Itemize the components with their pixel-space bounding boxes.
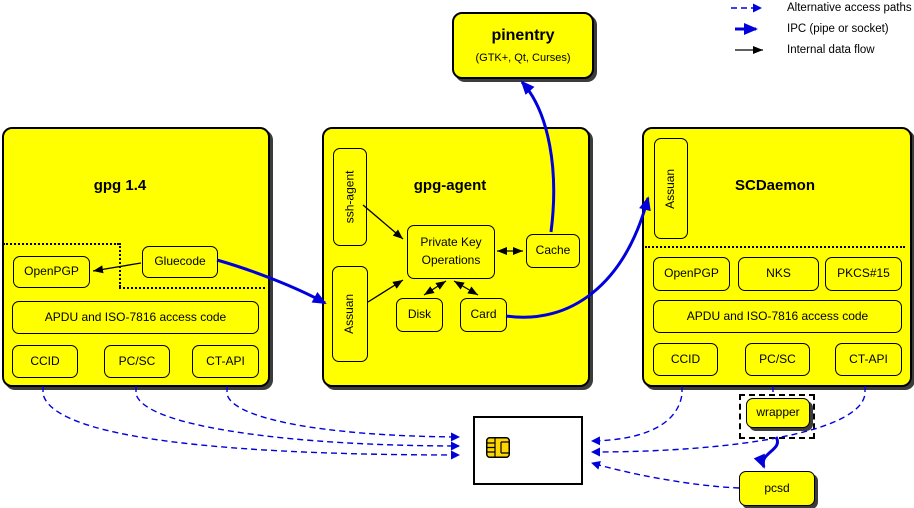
ipc-wrapper-to-pcsd [753,436,779,469]
gpg14-apdu-node: APDU and ISO-7816 access code [12,301,259,334]
pinentry-title: pinentry [491,27,555,44]
smartcard-chip-icon [486,437,510,458]
scdaemon-ctapi-node: CT-API [835,343,902,376]
scdaemon-ccid-node: CCID [653,343,718,376]
gpg14-gluecode-label: Gluecode [154,254,206,269]
gpg14-ctapi-node: CT-API [192,345,259,378]
scdaemon-nks-node: NKS [738,257,819,291]
scdaemon-pkcs15-node: PKCS#15 [825,257,902,291]
card-node: Card [460,298,507,332]
cache-label: Cache [535,243,571,258]
scdaemon-apdu-label: APDU and ISO-7816 access code [686,308,869,323]
scdaemon-nks-label: NKS [766,266,791,281]
gpg14-title: gpg 1.4 [93,177,147,194]
alt-gpg14-ctapi-to-smartcard [226,386,460,442]
scdaemon-assuan-label: Assuan [663,168,678,209]
legend-alternative-access-label: Alternative access paths [787,2,912,14]
gpg14-openpgp-node: OpenPGP [13,256,90,288]
gpg14-pcsc-label: PC/SC [118,353,156,368]
scdaemon-dotted-divider [645,246,905,248]
alt-scdaemon-ccid-to-smartcard [591,386,683,446]
scdaemon-pkcs15-label: PKCS#15 [837,266,890,281]
private-key-operations-node: Private Key Operations [407,225,495,279]
pinentry-box: pinentry (GTK+, Qt, Curses) [452,12,594,79]
gpg14-ccid-label: CCID [30,353,60,368]
scdaemon-openpgp-label: OpenPGP [664,266,719,281]
gpg-agent-ssh-agent-label: ssh-agent [342,170,357,224]
disk-node: Disk [396,298,443,332]
pinentry-subtitle: (GTK+, Qt, Curses) [475,52,571,64]
disk-label: Disk [407,307,432,322]
gpg-agent-ssh-agent-node: ssh-agent [333,148,367,246]
scdaemon-title: SCDaemon [734,177,816,194]
gpg14-ccid-node: CCID [12,345,78,378]
gpg14-pcsc-node: PC/SC [104,345,170,378]
private-key-operations-line2: Operations [421,253,481,267]
wrapper-label: wrapper [756,405,800,420]
alt-gpg14-ccid-to-smartcard [42,386,460,460]
gpg14-openpgp-label: OpenPGP [24,264,79,279]
card-label: Card [470,307,497,322]
gpg14-dotted-divider-side [119,243,121,287]
legend-internal-flow-label: Internal data flow [787,44,875,56]
gpg-agent-title: gpg-agent [413,177,487,194]
scdaemon-assuan-node: Assuan [654,138,688,239]
gpg14-dotted-divider-top [3,243,119,245]
gpg14-apdu-label: APDU and ISO-7816 access code [44,309,227,324]
scdaemon-apdu-node: APDU and ISO-7816 access code [653,300,902,333]
pcsd-label: pcsd [764,480,790,495]
scdaemon-pcsc-label: PC/SC [759,351,796,366]
pcsd-node: pcsd [739,471,815,506]
gpg-agent-assuan-label: Assuan [342,293,357,335]
gpg14-gluecode-node: Gluecode [142,246,218,278]
private-key-operations-line1: Private Key [420,235,482,250]
legend-ipc-label: IPC (pipe or socket) [787,23,889,35]
scdaemon-ccid-label: CCID [670,351,701,366]
alt-gpg14-pcsc-to-smartcard [135,386,460,451]
scdaemon-openpgp-node: OpenPGP [653,257,730,291]
cache-node: Cache [526,234,580,268]
gpg14-ctapi-label: CT-API [206,353,245,368]
scdaemon-pcsc-node: PC/SC [745,343,810,376]
gpg-agent-assuan-node: Assuan [332,266,368,362]
alt-scdaemon-ctapi-to-smartcard [591,386,866,457]
smartcard [473,416,583,485]
scdaemon-ctapi-label: CT-API [849,351,888,366]
gpg14-dotted-divider-bottom [119,287,265,289]
wrapper-node: wrapper [746,398,810,428]
alt-pcsd-to-smartcard [591,461,740,489]
